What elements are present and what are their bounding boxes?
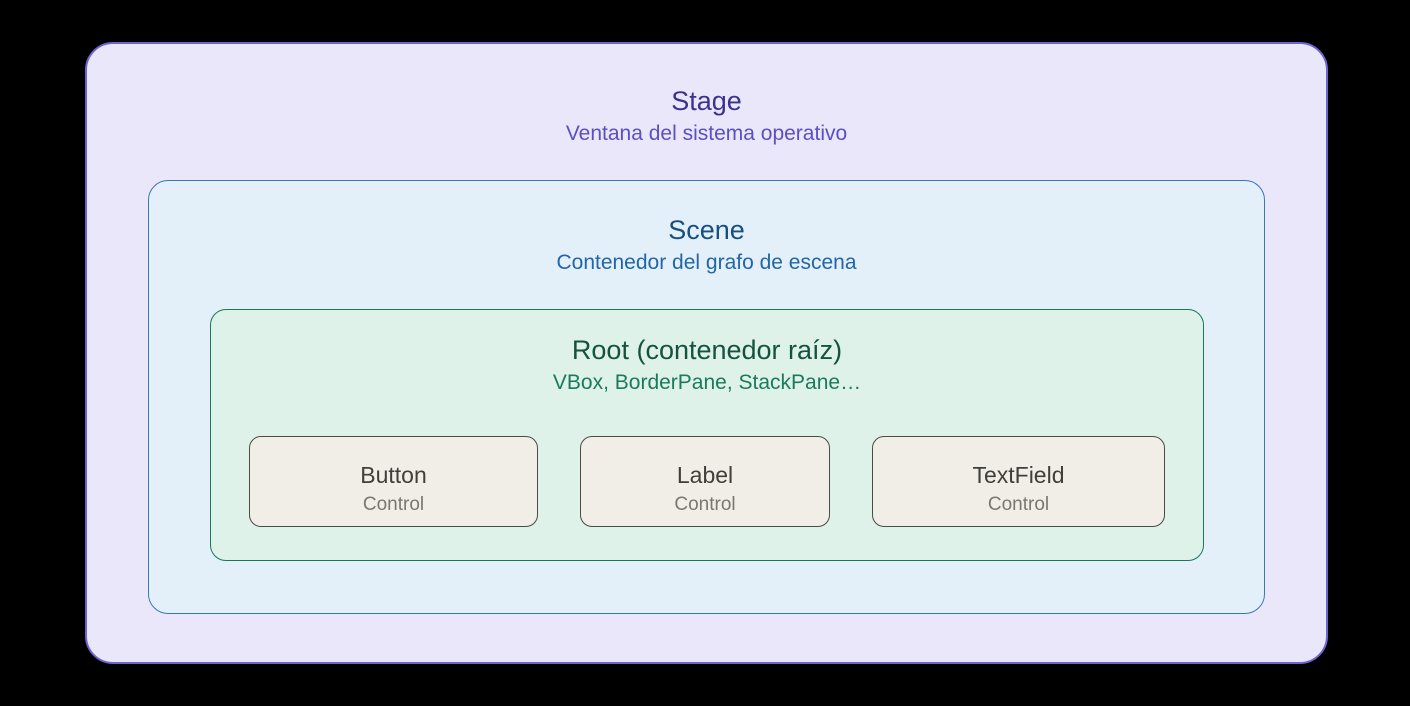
control-box-textfield: TextField Control	[872, 436, 1165, 527]
control-box-label: Label Control	[580, 436, 830, 527]
control-box-button: Button Control	[249, 436, 538, 527]
stage-subtitle: Ventana del sistema operativo	[565, 122, 848, 145]
scene-box: Scene Contenedor del grafo de escena Roo…	[148, 180, 1265, 614]
control-subtitle: Control	[987, 494, 1050, 515]
stage-title: Stage	[671, 86, 742, 116]
root-subtitle: VBox, BorderPane, StackPane…	[552, 371, 862, 394]
scene-title: Scene	[668, 215, 745, 245]
scene-subtitle: Contenedor del grafo de escena	[556, 251, 857, 274]
controls-row: Button Control Label Control TextField C…	[211, 436, 1203, 527]
control-title: TextField	[972, 462, 1065, 488]
root-title: Root (contenedor raíz)	[571, 335, 843, 365]
stage-box: Stage Ventana del sistema operativo Scen…	[85, 42, 1328, 664]
root-box: Root (contenedor raíz) VBox, BorderPane,…	[210, 309, 1204, 561]
control-subtitle: Control	[362, 494, 425, 515]
control-subtitle: Control	[674, 494, 736, 515]
control-title: Label	[676, 462, 734, 488]
control-title: Button	[360, 462, 427, 488]
